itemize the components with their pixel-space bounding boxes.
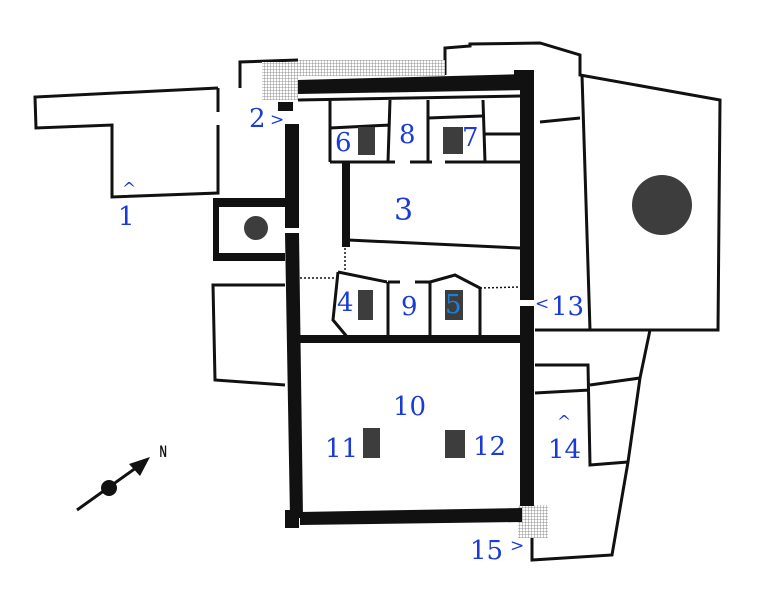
fixture-11 — [363, 428, 380, 458]
label-room-14: 14 — [548, 435, 582, 465]
marker-right-15: > — [510, 536, 525, 556]
fixtures — [244, 127, 692, 458]
fixture-room-4 — [358, 290, 373, 320]
north-arrow-icon — [129, 457, 150, 476]
label-room-9: 9 — [401, 292, 418, 322]
label-room-8: 8 — [399, 120, 416, 150]
marker-up-1: ^ — [122, 179, 137, 199]
thin-walls — [33, 41, 722, 562]
compass — [76, 457, 150, 512]
fixture-12 — [445, 430, 465, 458]
well-circle-large — [632, 175, 692, 235]
fixture-room-7 — [443, 127, 463, 154]
marker-right-2: > — [270, 110, 285, 130]
well-circle-small — [244, 216, 268, 240]
label-room-7: 7 — [462, 123, 479, 153]
label-room-13: 13 — [551, 292, 585, 322]
dotted-lines — [300, 248, 521, 289]
label-room-3: 3 — [394, 193, 414, 228]
label-room-5: 5 — [445, 290, 462, 320]
label-room-4: 4 — [337, 288, 354, 318]
marker-left-13: < — [535, 294, 550, 314]
compass-north-label: N — [159, 442, 167, 461]
marker-up-14: ^ — [557, 412, 572, 432]
label-room-15: 15 — [470, 536, 504, 566]
label-room-11: 11 — [325, 434, 359, 464]
hatched-area-north — [298, 60, 445, 76]
label-room-12: 12 — [473, 432, 507, 462]
fixture-room-5 — [445, 290, 463, 320]
hatched-area-nw — [262, 62, 298, 100]
label-room-1: 1 — [118, 202, 135, 232]
thick-walls — [213, 70, 534, 528]
label-room-10: 10 — [393, 392, 427, 422]
compass-dot — [101, 480, 117, 496]
fixture-room-6 — [358, 127, 375, 155]
label-room-6: 6 — [335, 128, 352, 158]
hatched-area-se — [518, 505, 548, 538]
label-room-2: 2 — [249, 104, 266, 134]
